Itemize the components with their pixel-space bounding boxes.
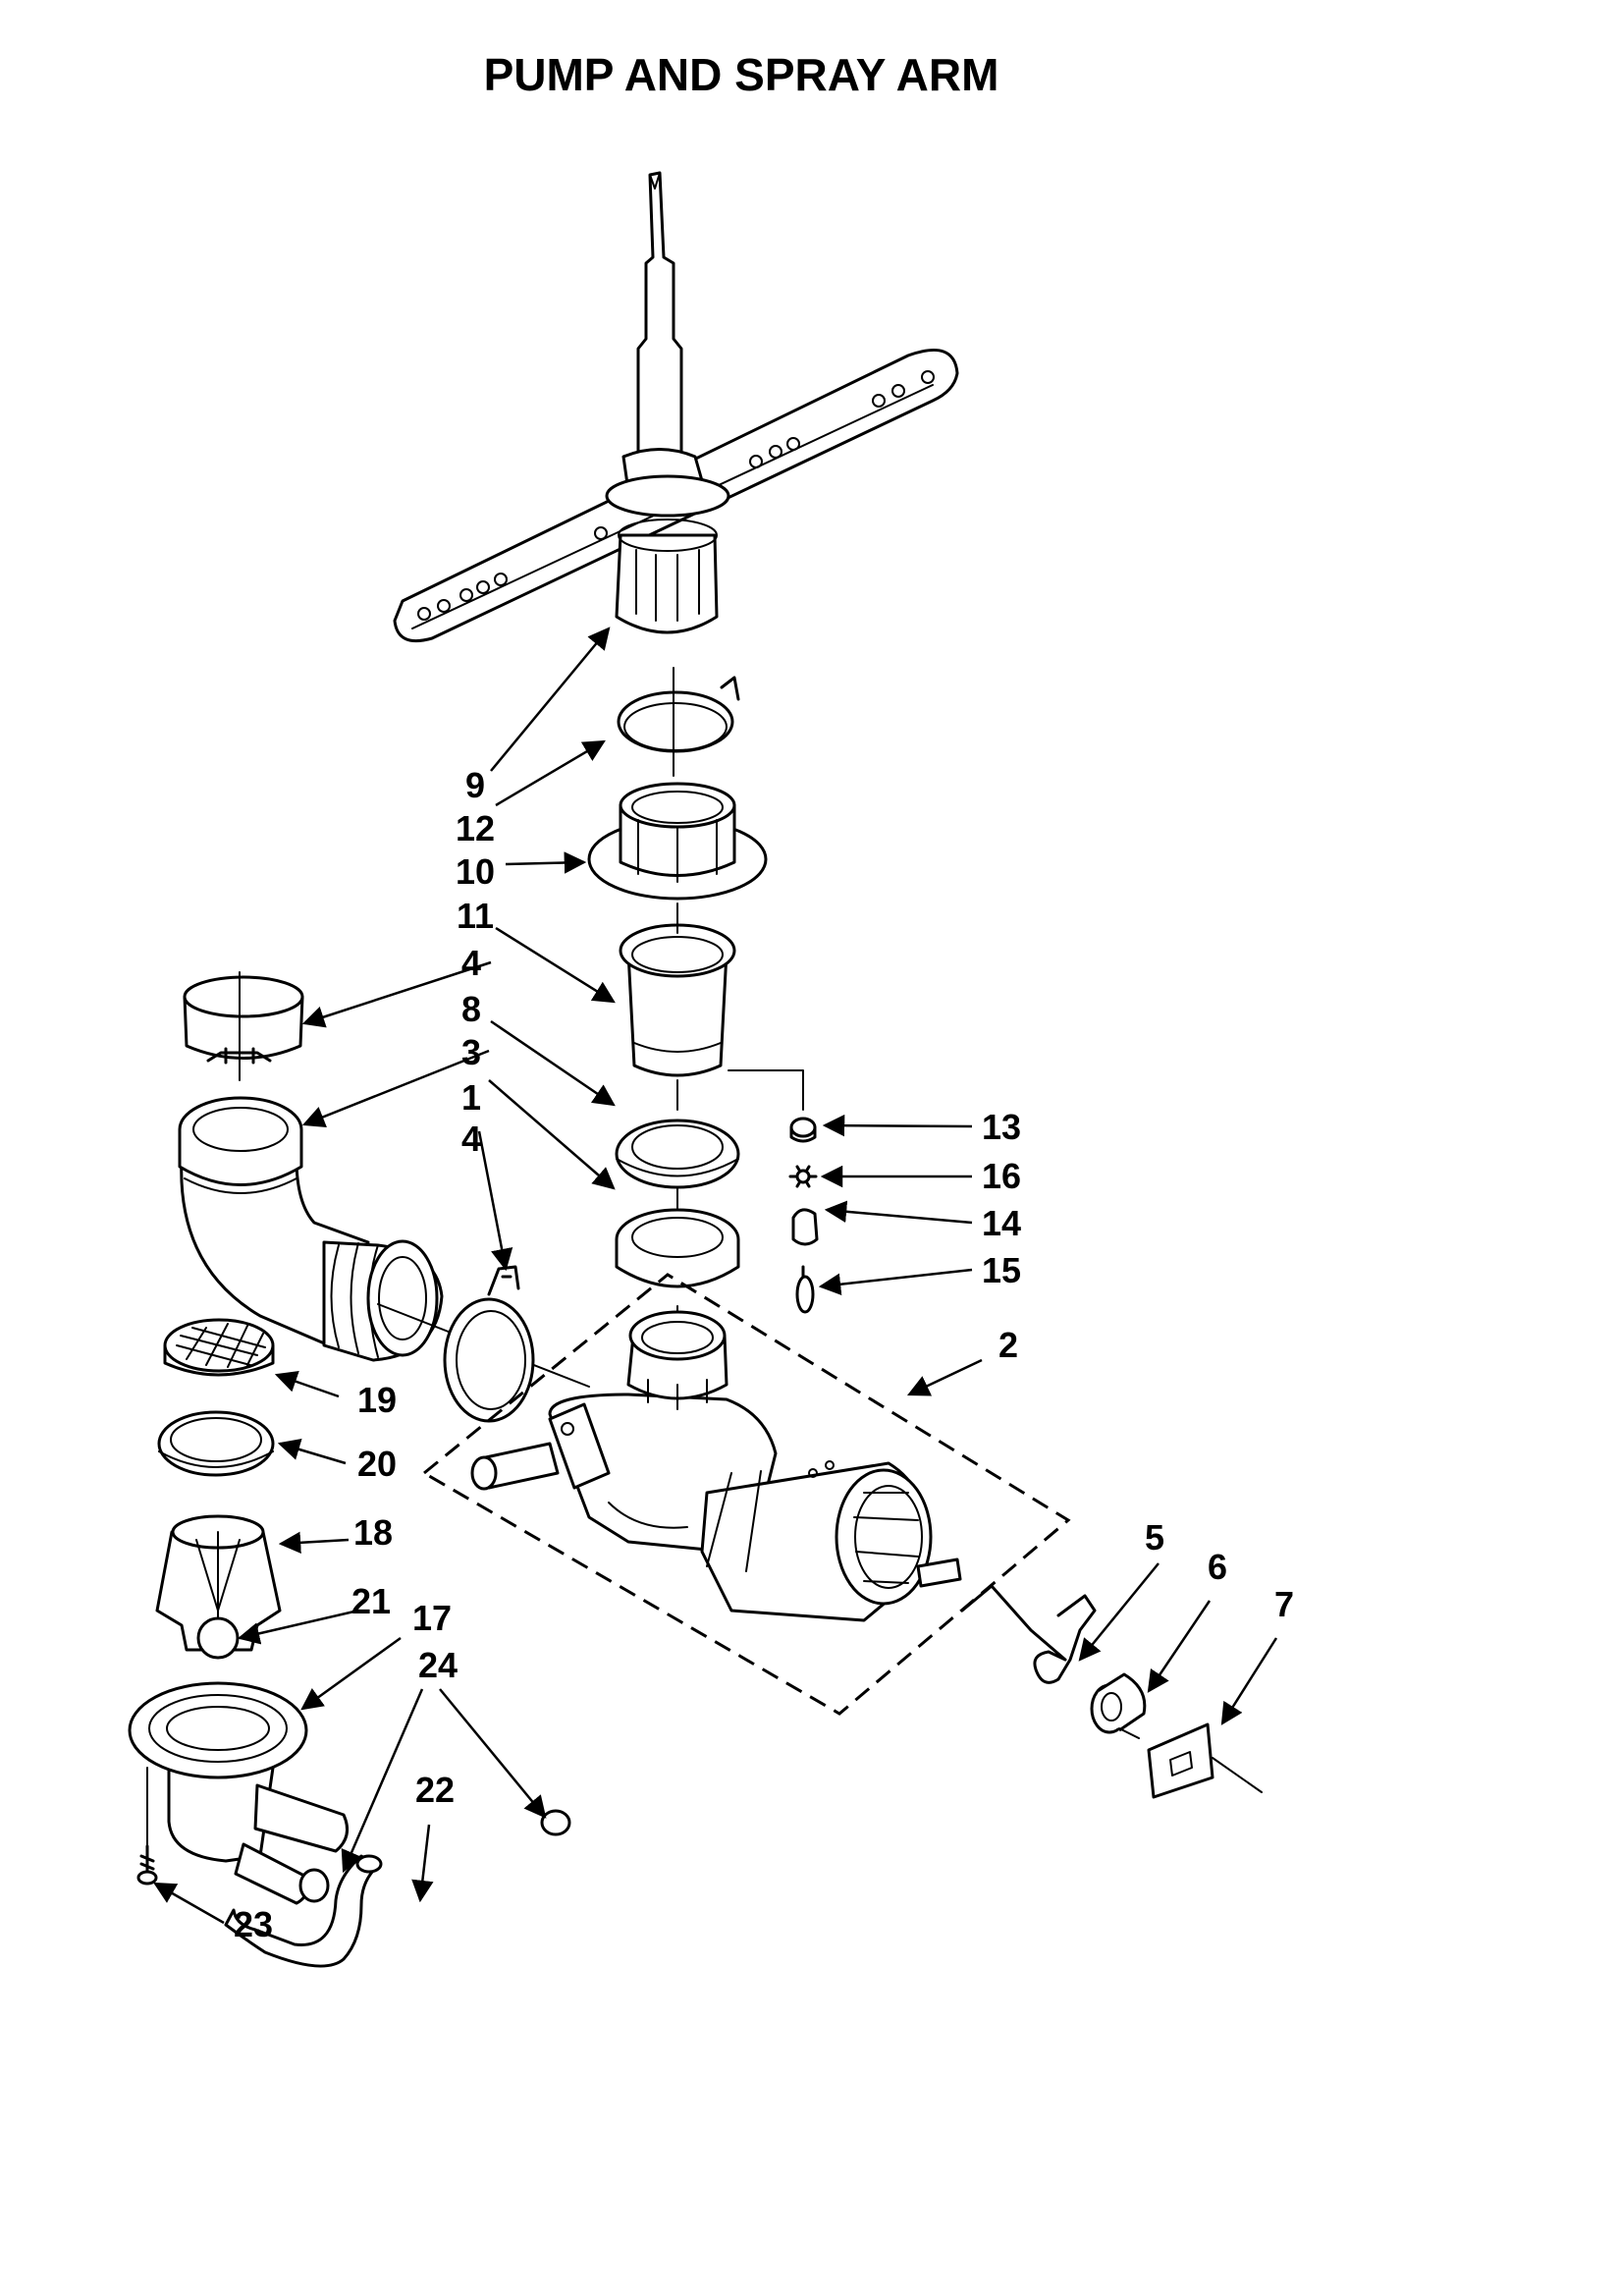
callout-9: 9 <box>465 765 485 805</box>
callout-20: 20 <box>357 1444 397 1484</box>
callout-24: 24 <box>418 1645 458 1685</box>
hose-clamp-upper <box>183 971 304 1081</box>
callout-14: 14 <box>982 1203 1021 1243</box>
callout-16: 16 <box>982 1156 1021 1196</box>
elbow-hose <box>178 1096 590 1388</box>
callout-17: 17 <box>412 1598 452 1638</box>
seal-ring <box>615 1119 740 1189</box>
small-clamps <box>298 1809 571 1903</box>
retainer-collar <box>587 782 768 901</box>
screw <box>136 1844 158 1886</box>
sump-housing <box>128 1681 350 1905</box>
callout-2: 2 <box>998 1325 1018 1365</box>
snap-ring <box>617 676 740 753</box>
callout-12: 12 <box>456 808 495 848</box>
leader-lines <box>153 627 1278 1925</box>
pump-cup <box>619 923 736 1077</box>
filter-cone <box>155 1514 282 1652</box>
callout-15: 15 <box>982 1250 1021 1290</box>
callout-13: 13 <box>982 1107 1021 1147</box>
callout-22: 22 <box>415 1770 455 1810</box>
callout-1: 1 <box>461 1077 481 1118</box>
pump-motor-assembly <box>421 1273 1071 1716</box>
strainer-disc <box>163 1318 275 1377</box>
strainer-ring <box>157 1410 275 1477</box>
callout-labels: 9 12 10 11 4 8 3 1 4 13 16 14 15 2 19 20… <box>234 765 1294 1944</box>
check-ball <box>196 1616 240 1660</box>
callout-18: 18 <box>353 1512 393 1553</box>
callout-3: 3 <box>461 1032 481 1072</box>
spray-arm-assembly <box>393 171 959 643</box>
page-title: PUMP AND SPRAY ARM <box>484 49 999 100</box>
callout-19: 19 <box>357 1380 397 1420</box>
callout-21: 21 <box>351 1581 391 1621</box>
mount-plate <box>1118 1722 1263 1799</box>
spring-clip <box>960 1584 1097 1684</box>
callout-10: 10 <box>456 851 495 892</box>
callout-11: 11 <box>457 896 494 936</box>
gasket <box>615 1208 740 1288</box>
callout-4-upper: 4 <box>461 943 481 983</box>
bushing <box>1090 1672 1147 1734</box>
callout-23: 23 <box>234 1904 273 1944</box>
callout-7: 7 <box>1274 1584 1294 1624</box>
hardware-stack <box>728 1069 819 1314</box>
callout-4-lower: 4 <box>461 1119 481 1159</box>
hose-clamp-lower <box>443 1265 535 1423</box>
callout-6: 6 <box>1208 1547 1227 1587</box>
callout-8: 8 <box>461 989 481 1029</box>
callout-5: 5 <box>1145 1517 1164 1558</box>
